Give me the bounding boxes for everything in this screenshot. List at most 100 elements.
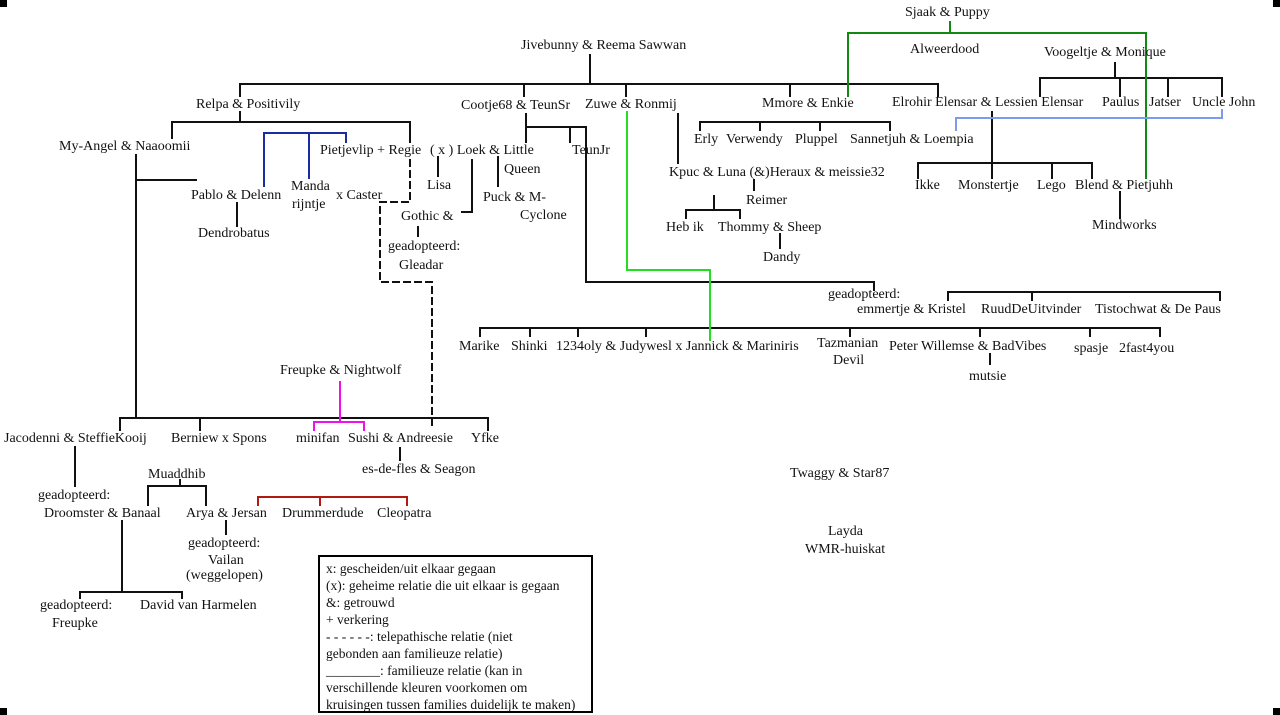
telepathic-lines xyxy=(379,159,433,429)
node-puck: Puck & M- xyxy=(483,190,546,205)
node-reimer: Reimer xyxy=(746,193,788,208)
node-pablo: Pablo & Delenn xyxy=(191,188,282,203)
node-1234oly: 1234oly & Judywesl x Jannick & Mariniris xyxy=(556,339,799,354)
node-geadopteerd-emmertje: geadopteerd: xyxy=(828,287,901,302)
node-geadopteerd-vailan: geadopteerd: xyxy=(188,536,261,551)
node-es-de-fles: es-de-fles & Seagon xyxy=(362,462,476,477)
node-pluppel: Pluppel xyxy=(795,132,838,147)
legend-line: - - - - - -: telepathische relatie (niet xyxy=(326,629,513,644)
node-ikke: Ikke xyxy=(915,178,940,193)
node-verwendy: Verwendy xyxy=(726,132,783,147)
node-tistochwat: Tistochwat & De Paus xyxy=(1095,302,1221,317)
family-lines-green xyxy=(847,21,1147,179)
node-droomster: Droomster & Banaal xyxy=(44,506,161,521)
family-lines-red xyxy=(257,496,408,506)
node-devil: Devil xyxy=(833,353,865,368)
node-dendrobatus: Dendrobatus xyxy=(198,226,270,241)
corner-marker xyxy=(1273,708,1280,715)
node-vailan: Vailan xyxy=(208,553,244,568)
family-lines-light-blue xyxy=(955,109,1223,131)
node-wmr-huiskat: WMR-huiskat xyxy=(805,542,886,557)
node-gothic: Gothic & xyxy=(401,209,454,224)
node-2fast4you: 2fast4you xyxy=(1119,341,1175,356)
node-cleopatra: Cleopatra xyxy=(377,506,432,521)
node-twaggy: Twaggy & Star87 xyxy=(790,466,890,481)
node-dandy: Dandy xyxy=(763,250,801,265)
node-my-angel: My-Angel & Naaoomii xyxy=(59,139,191,154)
node-paulus: Paulus xyxy=(1102,95,1140,110)
node-geadopteerd-gleadar: geadopteerd: xyxy=(388,239,461,254)
node-jacodenni: Jacodenni & SteffieKooij xyxy=(4,431,147,446)
node-drummerdude: Drummerdude xyxy=(282,506,364,521)
node-berniew: Berniew x Spons xyxy=(171,431,267,446)
legend-line: x: gescheiden/uit elkaar gegaan xyxy=(326,561,496,576)
node-spasje: spasje xyxy=(1074,341,1109,356)
node-rijntje: rijntje xyxy=(292,197,326,212)
node-weggelopen: (weggelopen) xyxy=(186,568,263,583)
node-relpa: Relpa & Positivily xyxy=(196,97,301,112)
node-david-van-harmelen: David van Harmelen xyxy=(140,598,257,613)
node-elrohir: Elrohir Elensar & Lessien Elensar xyxy=(892,95,1084,110)
corner-marker xyxy=(0,0,7,7)
node-kpuc: Kpuc & Luna (&)Heraux & meissie32 xyxy=(669,165,885,180)
node-uncle-john: Uncle John xyxy=(1192,95,1256,110)
node-heb-ik: Heb ik xyxy=(666,220,704,235)
node-sannetjuh: Sannetjuh & Loempia xyxy=(850,132,974,147)
node-arya: Arya & Jersan xyxy=(186,506,267,521)
node-blend: Blend & Pietjuhh xyxy=(1075,178,1173,193)
node-sushi: Sushi & Andreesie xyxy=(348,431,453,446)
node-mutsie: mutsie xyxy=(969,369,1007,384)
node-sjaak-puppy: Sjaak & Puppy xyxy=(905,5,990,20)
node-marike: Marike xyxy=(459,339,500,354)
node-queen: Queen xyxy=(504,162,541,177)
legend-line: kruisingen tussen families duidelijk te … xyxy=(326,697,576,712)
legend-line: verschillende kleuren voorkomen om xyxy=(326,680,528,695)
family-lines-black xyxy=(74,54,1223,599)
node-freupke: Freupke xyxy=(52,616,98,631)
corner-marker xyxy=(0,708,7,715)
legend-line: ________: familieuze relatie (kan in xyxy=(326,663,523,678)
node-jivebunny: Jivebunny & Reema Sawwan xyxy=(521,38,687,53)
legend-line: (x): geheime relatie die uit elkaar is g… xyxy=(326,578,560,593)
family-lines-blue xyxy=(263,132,347,187)
node-tazmanian: Tazmanian xyxy=(817,336,879,351)
node-zuwe: Zuwe & Ronmij xyxy=(585,97,677,112)
legend-line: + verkering xyxy=(326,612,389,627)
node-shinki: Shinki xyxy=(511,339,548,354)
node-mindworks: Mindworks xyxy=(1092,218,1157,233)
node-cootje: Cootje68 & TeunSr xyxy=(461,98,571,113)
corner-marker xyxy=(1273,0,1280,7)
node-mmore: Mmore & Enkie xyxy=(762,96,854,111)
node-caster: x Caster xyxy=(336,188,383,203)
node-pietjevlip: Pietjevlip + Regie xyxy=(320,143,422,158)
legend-line: &: getrouwd xyxy=(326,595,395,610)
node-peter: Peter Willemse & BadVibes xyxy=(889,339,1047,354)
node-emmertje: emmertje & Kristel xyxy=(857,302,966,317)
node-muaddhib: Muaddhib xyxy=(148,467,206,482)
node-alweerdood: Alweerdood xyxy=(910,42,980,57)
node-monstertje: Monstertje xyxy=(958,178,1019,193)
legend-line: gebonden aan familieuze relatie) xyxy=(326,646,503,661)
node-ruud: RuudDeUitvinder xyxy=(981,302,1082,317)
node-minifan: minifan xyxy=(296,431,340,446)
node-cyclone: Cyclone xyxy=(520,208,567,223)
node-lisa: Lisa xyxy=(427,178,452,193)
node-jatser: Jatser xyxy=(1149,95,1181,110)
node-freupke-nightwolf: Freupke & Nightwolf xyxy=(280,363,402,378)
node-erly: Erly xyxy=(694,132,719,147)
node-thommy: Thommy & Sheep xyxy=(718,220,822,235)
node-layda: Layda xyxy=(828,524,863,539)
node-lego: Lego xyxy=(1037,178,1066,193)
family-lines-light-green xyxy=(626,111,711,341)
node-voogeltje: Voogeltje & Monique xyxy=(1044,45,1166,60)
node-loek: ( x ) Loek & Little xyxy=(430,143,534,158)
node-geadopteerd-freupke: geadopteerd: xyxy=(40,598,113,613)
node-teunjr: TeunJr xyxy=(572,143,610,158)
node-gleadar: Gleadar xyxy=(399,258,444,273)
node-yfke: Yfke xyxy=(471,431,499,446)
node-manda: Manda xyxy=(291,179,330,194)
family-lines-magenta xyxy=(313,381,365,431)
legend-box: x: gescheiden/uit elkaar gegaan (x): geh… xyxy=(318,555,593,713)
